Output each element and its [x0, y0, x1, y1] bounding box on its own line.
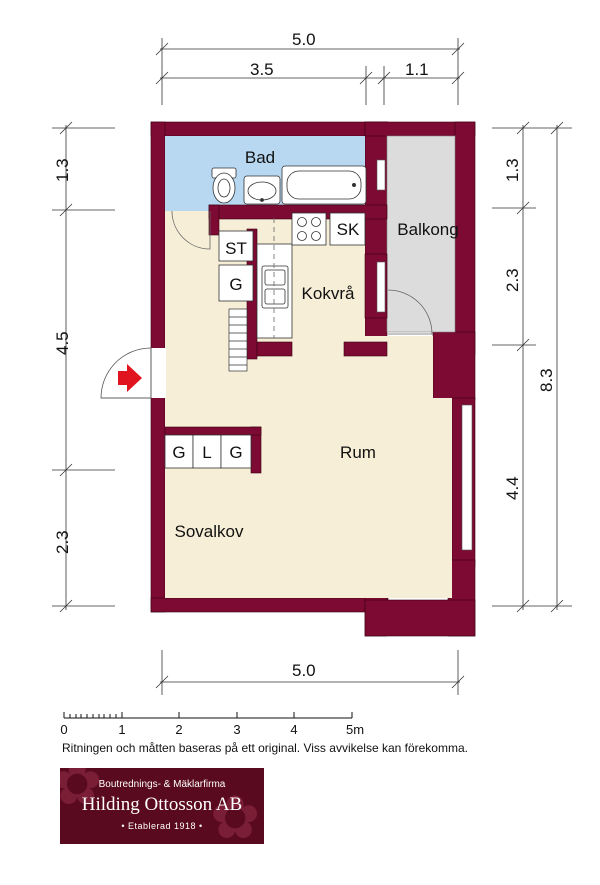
- disclaimer-text: Ritningen och måtten baseras på ett orig…: [62, 741, 468, 755]
- room-label-rum: Rum: [340, 443, 376, 462]
- scale-label-2: 2: [175, 722, 182, 737]
- main-floor: [165, 211, 452, 598]
- bathtub-icon: [281, 165, 367, 205]
- scale-label-0: 0: [60, 722, 67, 737]
- fixture-st-label: ST: [225, 239, 247, 258]
- room-label-bad: Bad: [245, 148, 275, 167]
- logo-tagline: Boutrednings- & Mäklarfirma: [98, 779, 226, 790]
- maple-leaf-icon: ✿: [60, 768, 103, 817]
- windows: [376, 159, 473, 551]
- room-label-sovalkov: Sovalkov: [175, 522, 244, 541]
- company-logo: ✿ ✿ Boutrednings- & Mäklarfirma Hilding …: [60, 768, 264, 844]
- fixture-sk-label: SK: [337, 220, 360, 239]
- dim-left-upper: 1.3: [53, 158, 72, 182]
- scale-label-3: 3: [233, 722, 240, 737]
- dim-right-lower: 4.4: [503, 476, 522, 500]
- fixture-l-box: [192, 434, 222, 469]
- dim-bottom-total: 5.0: [292, 661, 316, 680]
- room-label-kokvra: Kokvrå: [302, 284, 355, 303]
- fixture-g2-label: G: [229, 443, 242, 462]
- fixture-g-kitchen-box: [218, 264, 254, 302]
- fixture-g-kitchen-label: G: [229, 275, 242, 294]
- top-dimension-lines: [155, 38, 465, 105]
- scale-label-4: 4: [290, 722, 297, 737]
- scale-labels: 0 1 2 3 4 5m: [60, 722, 364, 737]
- dim-top-total: 5.0: [292, 30, 316, 49]
- fixture-g1-label: G: [172, 443, 185, 462]
- right-dimension-lines: [492, 121, 572, 613]
- toilet-icon: [211, 167, 237, 204]
- dim-right-total: 8.3: [537, 368, 556, 392]
- fixture-g1-box: [164, 434, 194, 469]
- stove-icon: [291, 212, 327, 246]
- dim-right-middle: 2.3: [503, 268, 522, 292]
- sink-icon: [243, 175, 281, 205]
- dim-right-upper: 1.3: [503, 158, 522, 182]
- scale-bar: [63, 712, 353, 719]
- fixture-sk-box: [329, 212, 366, 246]
- dim-top-right: 1.1: [405, 60, 429, 79]
- radiator-icon: [228, 308, 248, 372]
- dim-left-middle: 4.5: [53, 331, 72, 355]
- entrance-arrow-icon: [118, 364, 142, 392]
- kitchen-sink-icon: [261, 265, 289, 309]
- scale-label-1: 1: [118, 722, 125, 737]
- fixture-g2-box: [220, 434, 252, 469]
- door-swings: [171, 210, 433, 335]
- logo-company-name: Hilding Ottosson AB: [81, 794, 243, 815]
- left-dimension-lines: [52, 121, 115, 613]
- balcony-floor: [386, 135, 456, 333]
- dim-left-lower: 2.3: [53, 530, 72, 554]
- scale-label-5: 5m: [346, 722, 364, 737]
- room-label-balkong: Balkong: [397, 220, 458, 239]
- dim-top-left: 3.5: [250, 60, 274, 79]
- bottom-dimension-lines: [155, 650, 465, 695]
- fixture-st-box: [218, 230, 254, 262]
- maple-leaf-icon: ✿: [210, 785, 261, 844]
- fixture-l-label: L: [202, 443, 211, 462]
- logo-established: • Etablerad 1918 •: [121, 821, 203, 831]
